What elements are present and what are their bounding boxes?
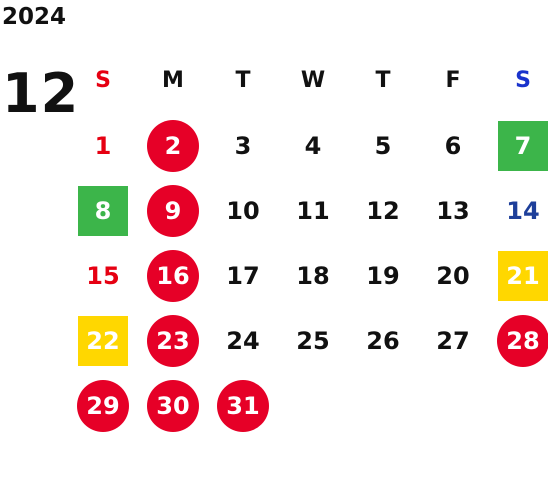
day-cell: 7 (488, 113, 548, 178)
day-number: 9 (147, 184, 199, 237)
day-number: 15 (86, 261, 120, 290)
weekday-thursday: T (375, 68, 391, 93)
day-number: 10 (226, 196, 260, 225)
weekday-cell: T (348, 48, 418, 113)
day-number: 6 (444, 131, 462, 160)
week-row: 1 2 3 4 5 6 7 (68, 113, 548, 178)
day-cell: 28 (488, 308, 548, 373)
day-cell: 1 (68, 113, 138, 178)
day-number: 24 (226, 326, 260, 355)
day-cell (418, 373, 488, 438)
day-cell: 15 (68, 243, 138, 308)
day-number: 4 (304, 131, 322, 160)
day-cell: 3 (208, 113, 278, 178)
day-number: 22 (78, 315, 128, 366)
day-number: 29 (77, 379, 129, 432)
day-cell (348, 373, 418, 438)
week-row: 22 23 24 25 26 27 28 (68, 308, 548, 373)
day-cell (488, 373, 548, 438)
day-number: 31 (217, 379, 269, 432)
day-number: 28 (497, 314, 548, 367)
day-number: 7 (498, 120, 548, 171)
weekday-sunday: S (95, 68, 111, 93)
year-label: 2024 (2, 4, 67, 30)
weekday-cell: F (418, 48, 488, 113)
day-number: 14 (506, 196, 540, 225)
day-number: 19 (366, 261, 400, 290)
day-number: 3 (234, 131, 252, 160)
day-number: 16 (147, 249, 199, 302)
day-number: 17 (226, 261, 260, 290)
day-cell: 20 (418, 243, 488, 308)
day-cell: 14 (488, 178, 548, 243)
weekday-header: S M T W T F S (68, 48, 548, 113)
weekday-monday: M (162, 68, 184, 93)
weekday-friday: F (445, 68, 461, 93)
day-cell: 17 (208, 243, 278, 308)
day-number: 30 (147, 379, 199, 432)
day-cell: 25 (278, 308, 348, 373)
day-cell: 22 (68, 308, 138, 373)
day-number: 25 (296, 326, 330, 355)
day-cell: 16 (138, 243, 208, 308)
day-cell: 11 (278, 178, 348, 243)
day-number: 1 (94, 131, 112, 160)
day-cell: 18 (278, 243, 348, 308)
week-row: 15 16 17 18 19 20 21 (68, 243, 548, 308)
day-cell: 4 (278, 113, 348, 178)
weekday-tuesday: T (235, 68, 251, 93)
day-cell: 21 (488, 243, 548, 308)
day-number: 23 (147, 314, 199, 367)
day-cell: 10 (208, 178, 278, 243)
month-label: 12 (2, 62, 80, 125)
day-cell: 30 (138, 373, 208, 438)
day-cell: 13 (418, 178, 488, 243)
day-cell: 9 (138, 178, 208, 243)
day-number: 18 (296, 261, 330, 290)
day-cell: 23 (138, 308, 208, 373)
weekday-cell: S (488, 48, 548, 113)
day-number: 27 (436, 326, 470, 355)
day-cell (278, 373, 348, 438)
weekday-saturday: S (515, 68, 531, 93)
day-cell: 19 (348, 243, 418, 308)
week-row: 29 30 31 (68, 373, 548, 438)
weekday-cell: W (278, 48, 348, 113)
day-number: 12 (366, 196, 400, 225)
day-number: 11 (296, 196, 330, 225)
day-cell: 12 (348, 178, 418, 243)
day-cell: 6 (418, 113, 488, 178)
day-number: 20 (436, 261, 470, 290)
day-number: 21 (498, 250, 548, 301)
day-cell: 24 (208, 308, 278, 373)
day-number: 13 (436, 196, 470, 225)
day-cell: 31 (208, 373, 278, 438)
day-number: 8 (78, 185, 128, 236)
day-cell: 27 (418, 308, 488, 373)
day-number: 2 (147, 119, 199, 172)
weekday-cell: M (138, 48, 208, 113)
weekday-wednesday: W (300, 68, 326, 93)
day-cell: 2 (138, 113, 208, 178)
day-number: 26 (366, 326, 400, 355)
day-cell: 26 (348, 308, 418, 373)
day-number: 5 (374, 131, 392, 160)
day-cell: 5 (348, 113, 418, 178)
day-cell: 29 (68, 373, 138, 438)
weekday-cell: S (68, 48, 138, 113)
day-cell: 8 (68, 178, 138, 243)
weekday-cell: T (208, 48, 278, 113)
